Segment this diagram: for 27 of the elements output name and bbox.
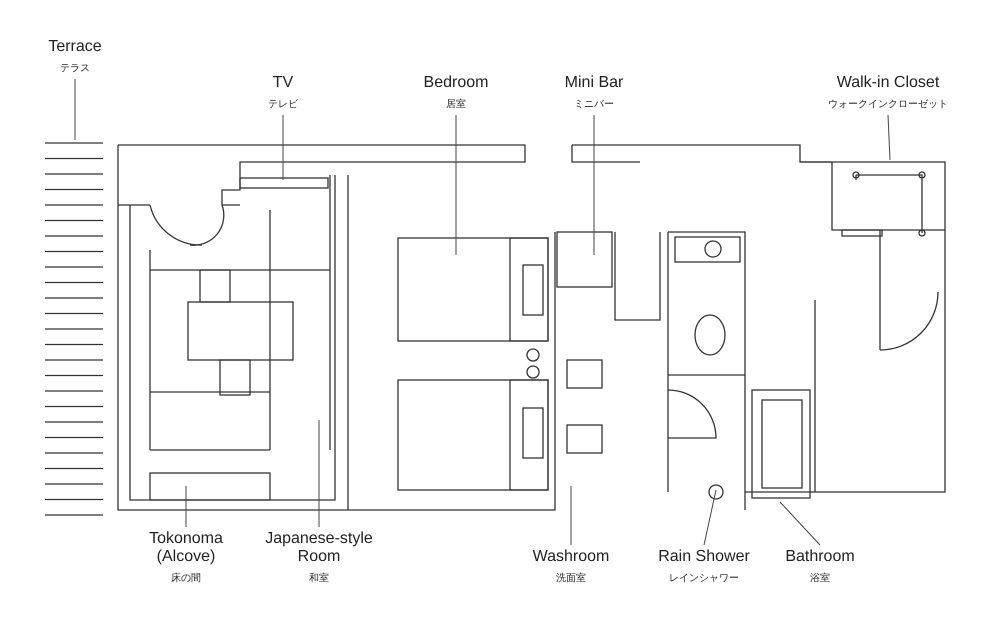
japanese-room-label: テレビ	[268, 98, 298, 111]
leader-line	[780, 502, 820, 546]
leader-line	[888, 114, 890, 160]
room-label: Bedroom	[422, 74, 490, 92]
leader-line	[282, 114, 284, 180]
room-label: Walk-in Closet	[836, 74, 940, 92]
room-label: Tokonoma (Alcove)	[148, 530, 224, 566]
room-label: Mini Bar	[564, 74, 624, 92]
japanese-room-label: 和室	[309, 572, 329, 585]
leader-line	[74, 78, 76, 140]
room-label: Terrace	[47, 38, 103, 56]
japanese-room-label: 居室	[446, 98, 466, 111]
room-label: Washroom	[532, 548, 610, 566]
room-label: TV	[272, 74, 294, 92]
leader-line	[318, 420, 320, 528]
japanese-room-label: ウォークインクローゼット	[828, 98, 948, 111]
japanese-room-label: 浴室	[810, 572, 830, 585]
japanese-room-label: ミニバー	[574, 98, 614, 111]
japanese-room-label: テラス	[60, 62, 90, 75]
japanese-room-label: 床の間	[171, 572, 201, 585]
leader-line	[704, 490, 716, 546]
room-label: Rain Shower	[657, 548, 751, 566]
room-label: Bathroom	[784, 548, 856, 566]
room-label: Japanese-style Room	[264, 530, 374, 566]
japanese-room-label: 洗面室	[556, 572, 586, 585]
japanese-room-label: レインシャワー	[669, 572, 739, 585]
leader-line	[570, 486, 572, 546]
